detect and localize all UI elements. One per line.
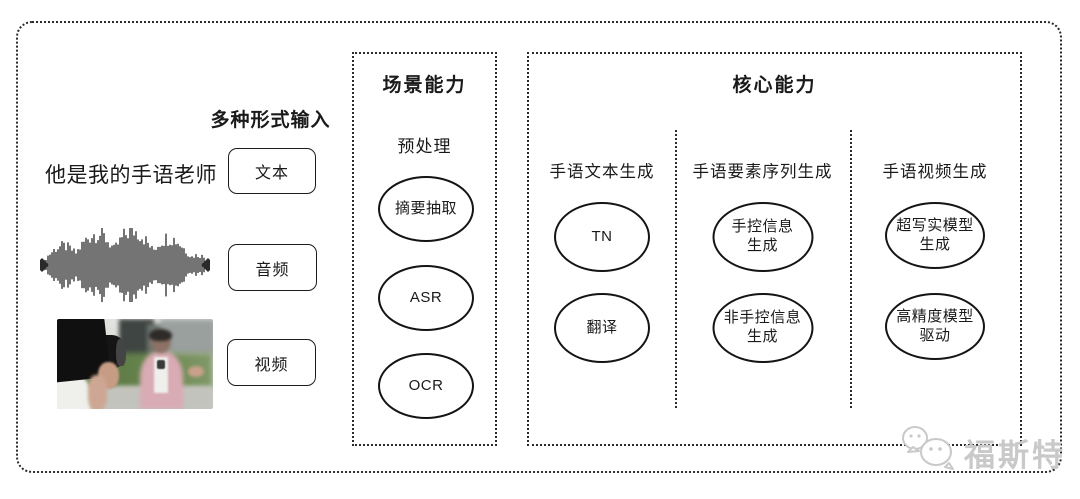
watermark-text: 福斯特 [964,438,1066,473]
capability-ellipse-asr: ASR [378,265,474,331]
photo-reporter-hair [149,328,173,342]
mascot-faces-logo-icon [902,425,954,470]
scene-capability-box: 场景能力 预处理 摘要抽取 ASR OCR [352,52,497,446]
input-type-label: 视频 [254,356,289,374]
input-type-box-video: 视频 [227,339,316,386]
capability-ellipse-manual-info: 手控信息 生成 [712,202,813,272]
photo-reporter-mic [156,360,165,370]
input-type-box-text: 文本 [228,148,316,194]
photo-reporter-hand [188,365,204,377]
core-capability-box: 核心能力 手语文本生成 TN 翻译 手语要素序列生成 手控信息 生成 非手控信息… [527,52,1022,446]
core-column-header: 手语文本生成 [549,163,655,181]
photo-camera-lens-ring [116,338,126,366]
core-column-header: 手语视频生成 [882,163,988,181]
input-section-label: 多种形式输入 [210,110,331,131]
example-sentence-text: 他是我的手语老师 [45,164,217,187]
watermark: 福斯特 [898,416,1066,475]
capability-ellipse-tn: TN [554,202,650,272]
photo-cameraman-arm [88,374,107,409]
core-column-header: 手语要素序列生成 [692,163,833,181]
input-type-label: 文本 [254,165,289,182]
input-type-label: 音频 [255,261,290,279]
capability-ellipse-hyperrealistic-model: 超写实模型 生成 [885,202,985,269]
capability-ellipse-high-precision-model: 高精度模型 驱动 [885,293,985,360]
input-type-box-audio: 音频 [228,244,317,291]
capability-ellipse-translation: 翻译 [554,293,650,363]
core-column-text-generation: 手语文本生成 TN 翻译 [529,54,675,444]
scene-box-subtitle: 预处理 [397,137,452,156]
capability-ellipse-ocr: OCR [378,353,474,419]
outer-dotted-border [16,21,1062,473]
scene-box-title: 场景能力 [382,75,467,96]
camera-interview-photo [57,319,213,409]
core-box-title: 核心能力 [732,75,817,96]
core-column-element-sequence-generation: 手语要素序列生成 手控信息 生成 非手控信息 生成 [675,54,850,444]
audio-waveform-icon [40,228,210,302]
column-divider [675,130,677,408]
capability-ellipse-summary-extraction: 摘要抽取 [378,176,474,242]
capability-ellipse-non-manual-info: 非手控信息 生成 [712,293,813,363]
core-column-video-generation: 手语视频生成 超写实模型 生成 高精度模型 驱动 [850,54,1020,444]
column-divider [850,130,852,408]
